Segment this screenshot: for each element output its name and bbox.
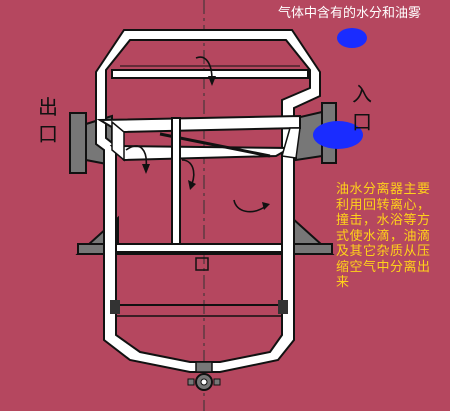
lower-screen (110, 300, 288, 317)
inlet-label-char-2: 口 (352, 110, 372, 134)
vessel-shell (95, 29, 321, 373)
drain-valve (187, 361, 221, 391)
flow-arrows (125, 56, 270, 213)
flow-arrow-right (233, 199, 267, 213)
center-tube (171, 117, 181, 249)
separator-plate (115, 243, 283, 253)
outlet-label-char-2: 口 (38, 122, 58, 146)
flow-passage (96, 114, 301, 162)
droplet-marker-inlet (313, 121, 363, 149)
outlet-label-char-1: 出 (38, 95, 58, 119)
flow-arrow-left (125, 145, 148, 169)
separator-description: 油水分离器主要利用回转离心，撞击，水浴等方式使水滴，油滴及其它杂质从压缩空气中分… (336, 182, 431, 290)
droplet-marker-top (337, 28, 367, 48)
inlet-label-char-1: 入 (352, 82, 372, 106)
gas-content-note: 气体中含有的水分和油雾 (278, 6, 422, 21)
drain-box (195, 257, 209, 271)
